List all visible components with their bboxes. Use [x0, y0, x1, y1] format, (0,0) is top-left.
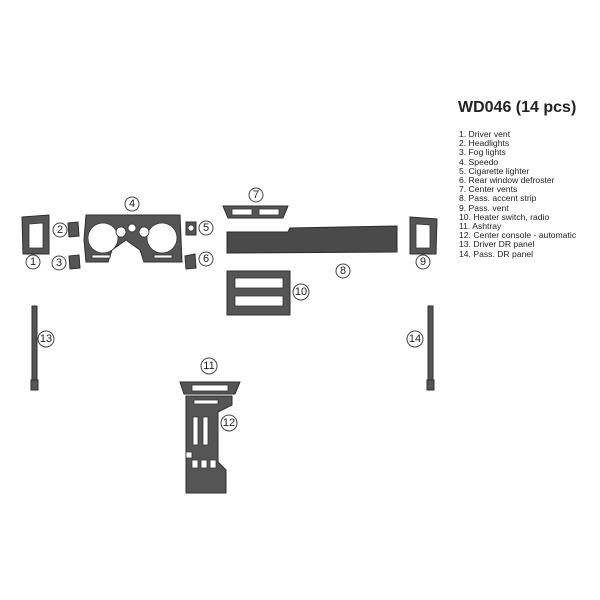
part-driver-dr-panel — [30, 305, 39, 391]
callout-5: 5 — [198, 220, 214, 236]
legend-item: 8. Pass. accent strip — [459, 193, 537, 204]
part-cigarette-lighter — [185, 221, 197, 236]
part-heater-switch-radio — [226, 270, 291, 316]
part-ashtray — [179, 381, 241, 395]
part-driver-vent — [21, 214, 50, 255]
parts-legend: 1. Driver vent 2. Headlights 3. Fog ligh… — [459, 129, 577, 259]
callout-label: 12 — [223, 417, 235, 429]
legend-item: 9. Pass. vent — [459, 202, 509, 213]
part-fog-lights — [68, 254, 81, 270]
callout-label: 8 — [340, 265, 346, 277]
callout-label: 4 — [129, 198, 135, 210]
callout-label: 9 — [420, 256, 426, 268]
legend-item: 1. Driver vent — [459, 129, 511, 139]
callout-label: 6 — [203, 253, 209, 265]
callout-7: 7 — [248, 187, 264, 203]
callout-2: 2 — [52, 222, 68, 238]
callout-label: 2 — [57, 224, 63, 236]
legend-item: 6. Rear window defroster — [459, 175, 555, 186]
callout-label: 5 — [203, 222, 209, 234]
callout-label: 1 — [30, 256, 36, 268]
legend-item: 11. Ashtray — [459, 221, 502, 232]
part-center-vents — [222, 205, 289, 219]
callout-3: 3 — [51, 255, 67, 271]
callout-9: 9 — [415, 254, 431, 270]
callout-label: 10 — [295, 286, 307, 298]
legend-item: 14. Pass. DR panel — [459, 248, 534, 259]
legend-item: 13. Driver DR panel — [459, 239, 535, 250]
legend-item: 2. Headlights — [459, 138, 510, 149]
callout-14: 14 — [406, 330, 424, 348]
callout-4: 4 — [124, 196, 140, 212]
callout-label: 3 — [56, 257, 62, 269]
kit-title: WD046 (14 pcs) — [458, 99, 577, 116]
part-rear-window-defroster — [184, 253, 197, 270]
part-pass-accent-strip — [226, 225, 398, 254]
callout-11: 11 — [200, 357, 218, 375]
callout-label: 7 — [253, 189, 259, 201]
legend-item: 12. Center console - automatic — [459, 230, 577, 241]
callout-8: 8 — [335, 263, 351, 279]
callout-13: 13 — [37, 330, 55, 348]
part-pass-vent — [409, 216, 438, 255]
legend-item: 4. Speedo — [459, 156, 499, 167]
part-center-console — [185, 395, 233, 494]
callout-label: 11 — [203, 360, 214, 372]
callout-label: 14 — [409, 333, 421, 345]
callout-12: 12 — [220, 414, 238, 432]
legend-item: 3. Fog lights — [459, 147, 506, 158]
callout-10: 10 — [292, 283, 310, 301]
callout-label: 13 — [40, 333, 52, 345]
legend-item: 10. Heater switch, radio — [459, 211, 550, 222]
callout-6: 6 — [198, 251, 214, 267]
part-headlights — [67, 221, 80, 238]
callout-1: 1 — [25, 254, 41, 270]
part-pass-dr-panel — [426, 305, 435, 391]
legend-item: 5. Cigarette lighter — [459, 165, 530, 176]
legend-item: 7. Center vents — [459, 184, 518, 195]
part-speedo-cluster — [83, 214, 183, 263]
